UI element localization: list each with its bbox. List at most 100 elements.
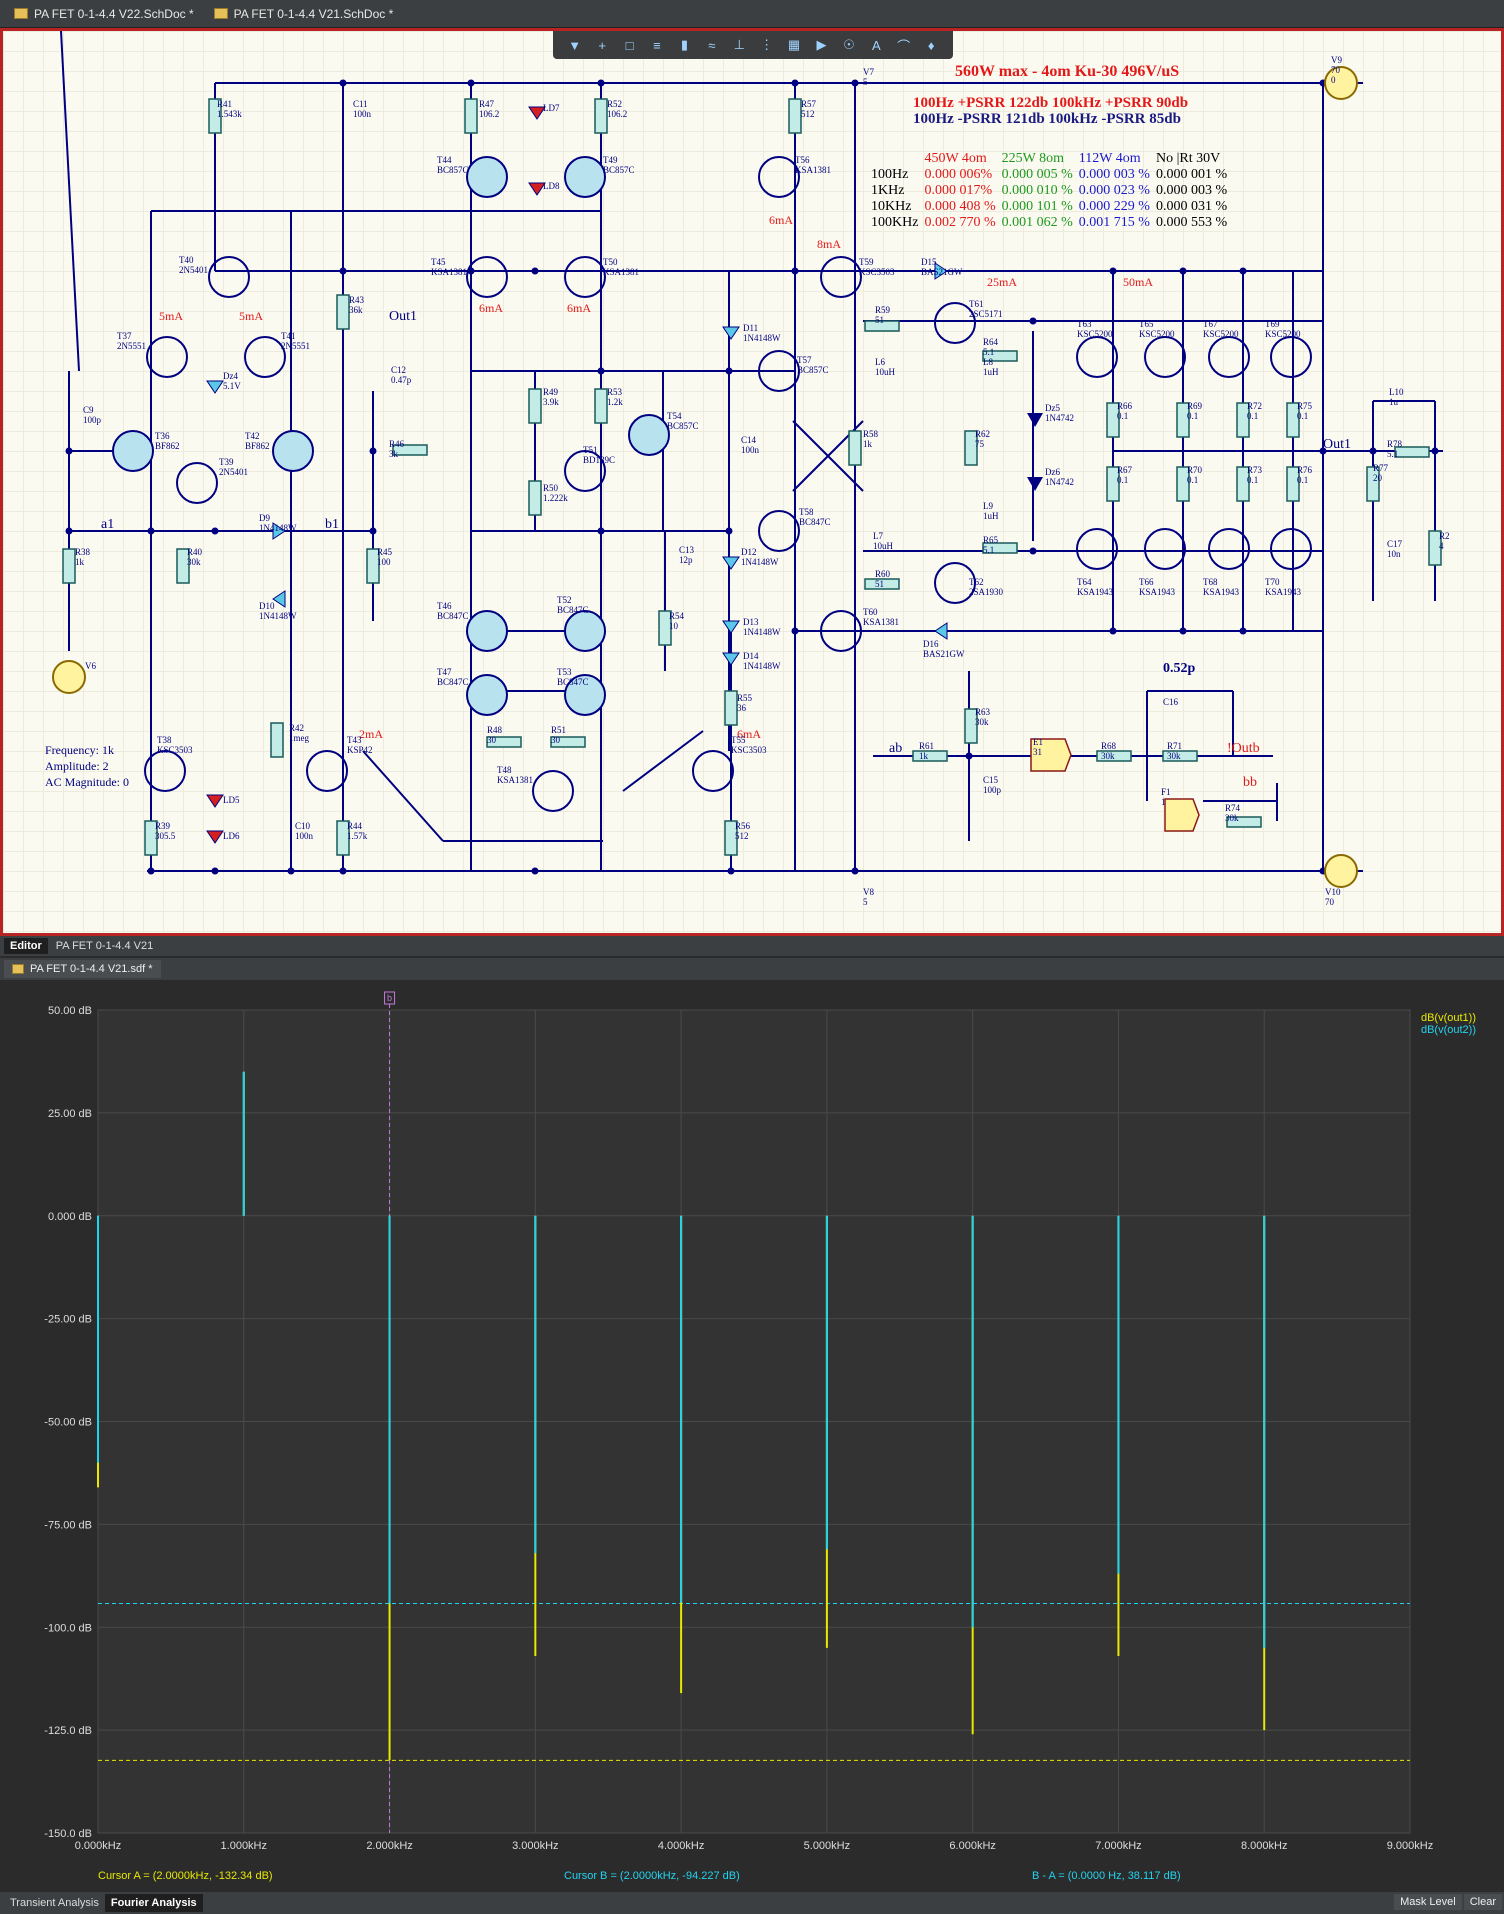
net-label-ab[interactable]: ab [889,741,903,756]
align-icon[interactable]: ≡ [653,37,661,53]
port-icon[interactable]: ▶ [816,37,827,52]
doc-tab-v22[interactable]: PA FET 0-1-4.4 V22.SchDoc * [6,3,202,25]
ground-icon[interactable]: ⊥ [733,37,745,52]
arc-icon[interactable]: ⌒ [897,38,911,54]
net-label-out1-output[interactable]: Out1 [1323,437,1351,452]
part-label[interactable]: C16 [1163,697,1179,707]
filter-icon[interactable]: ▼ [568,37,582,53]
part-label[interactable]: V6 [85,661,96,671]
part-label[interactable]: LD5 [223,795,240,805]
tab-fourier-analysis[interactable]: Fourier Analysis [104,1894,203,1912]
net-label-bb[interactable]: bb [1243,775,1257,790]
clear-button[interactable]: Clear [1463,1894,1502,1910]
part-label[interactable]: LD8 [543,181,560,191]
crosshair-icon[interactable]: + [598,37,606,53]
text-icon[interactable]: A [872,37,881,53]
select-rectangle-icon[interactable]: □ [625,37,634,53]
harness-icon[interactable]: ♦ [927,37,935,53]
panel-tab-editor[interactable]: Editor [4,938,48,954]
net-label-outb[interactable]: !Outb [1227,741,1260,756]
part-label[interactable]: LD7 [543,103,560,113]
sim-doc-tab[interactable]: PA FET 0-1-4.4 V21.sdf * [4,960,161,978]
probe-icon[interactable]: ☉ [843,37,855,52]
component-icon[interactable]: ▮ [680,37,688,52]
net-label-icon[interactable]: ⋮ [760,37,774,52]
